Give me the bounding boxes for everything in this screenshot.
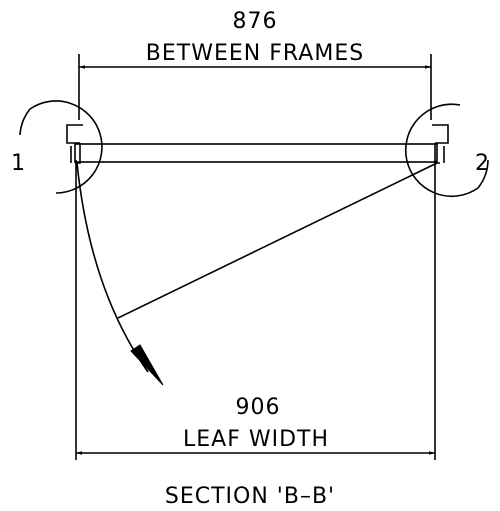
swing-arc xyxy=(76,162,149,373)
swing-diagonal xyxy=(117,162,438,319)
detail-marker-1: 1 xyxy=(11,151,26,176)
left-frame-jamb xyxy=(75,143,81,164)
section-caption: SECTION 'B–B' xyxy=(165,484,335,509)
top-dimension-label: BETWEEN FRAMES xyxy=(146,41,364,66)
detail-circle-right xyxy=(404,103,479,198)
detail-circle-left xyxy=(29,100,103,194)
top-dimension-value: 876 xyxy=(233,9,278,34)
door-leaf xyxy=(74,143,438,163)
bottom-dimension-value: 906 xyxy=(236,395,281,420)
right-frame-jamb xyxy=(434,143,440,164)
left-frame-profile xyxy=(66,124,83,144)
detail-circle-left-tail xyxy=(19,108,31,136)
swing-arrow-head xyxy=(130,344,164,386)
detail-circle-right-tail xyxy=(477,159,489,189)
bottom-dimension-label: LEAF WIDTH xyxy=(183,427,329,452)
right-frame-profile xyxy=(432,124,449,144)
detail-marker-2: 2 xyxy=(475,151,490,176)
